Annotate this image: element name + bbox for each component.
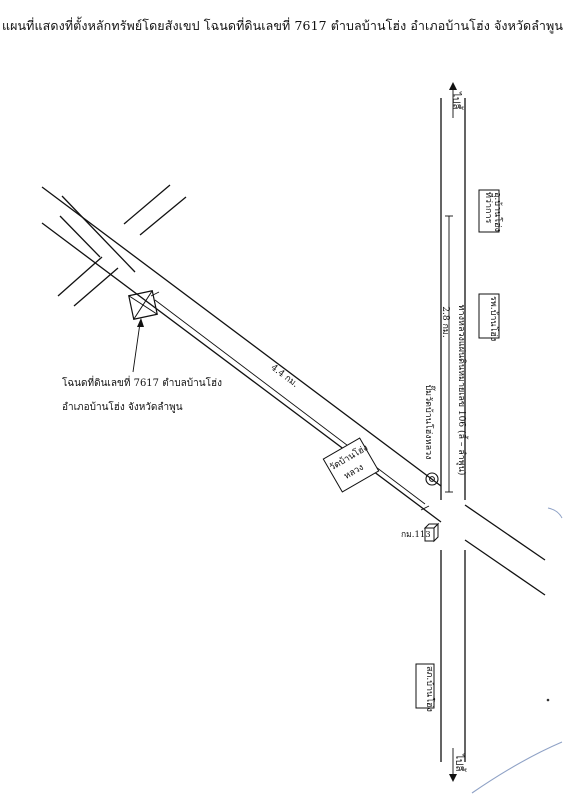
gas-station-icon bbox=[425, 472, 439, 486]
label-to-north: ไปลี้ bbox=[450, 91, 464, 111]
km-post-icon bbox=[423, 522, 440, 543]
distance-tick-start bbox=[150, 291, 160, 297]
cross-road-ne-2 bbox=[139, 196, 187, 236]
cross-road-ne-1 bbox=[123, 184, 171, 225]
parcel-marker bbox=[128, 290, 158, 320]
label-dist-main: 2.8 กม. bbox=[440, 306, 450, 338]
parcel-pointer-line bbox=[132, 322, 141, 373]
south-arrow-head bbox=[449, 774, 457, 782]
label-police: สภ.บ้านโฮ่ง bbox=[424, 666, 435, 712]
cross-road-sw-1 bbox=[57, 256, 103, 297]
diag-road-upper-edge bbox=[41, 186, 442, 487]
north-arrow-head bbox=[449, 82, 457, 90]
temple-box bbox=[322, 437, 380, 493]
map-title: แผนที่แสดงที่ตั้งหลักทรัพย์โดยสังเขป โฉน… bbox=[1, 18, 564, 33]
pen-mark-arc bbox=[547, 507, 563, 519]
label-parcel-line2: อำเภอบ้านโฮ่ง จังหวัดลำพูน bbox=[62, 400, 183, 413]
diag-road-east-lower bbox=[464, 539, 546, 596]
parcel-pointer-head bbox=[137, 318, 144, 327]
label-gas-station: ปั๊มวัดบ้านโฮ่งหลวง bbox=[423, 384, 436, 459]
diag-road-east-upper bbox=[464, 504, 546, 561]
district-office-box bbox=[478, 189, 500, 233]
cross-road-lower bbox=[59, 215, 101, 258]
cross-road-upper bbox=[61, 195, 136, 273]
distance-tick-end bbox=[420, 505, 430, 511]
label-district-office-l2: อ.บ้านโฮ่ง bbox=[492, 192, 503, 232]
hospital-box bbox=[478, 293, 500, 339]
label-highway: ทางหลวงแผ่นดินหมายเลข 106 (ลี้ – ลำพูน) bbox=[456, 305, 469, 476]
label-district-office-l1: ที่ว่าการ bbox=[483, 192, 496, 224]
cross-road-sw-2 bbox=[73, 267, 119, 307]
label-hospital: รพ.บ้านโฮ่ง bbox=[488, 296, 499, 341]
pen-dot bbox=[546, 698, 550, 702]
diag-road-lower-edge bbox=[41, 222, 442, 523]
label-to-south: ไปลี้ bbox=[453, 753, 467, 773]
pen-mark-curve bbox=[471, 741, 563, 794]
police-box bbox=[415, 663, 435, 709]
label-km-marker: กม.113 bbox=[401, 530, 431, 540]
label-parcel-line1: โฉนดที่ดินเลขที่ 7617 ตำบลบ้านโฮ่ง bbox=[62, 375, 222, 389]
distance-line-diag bbox=[154, 299, 426, 505]
